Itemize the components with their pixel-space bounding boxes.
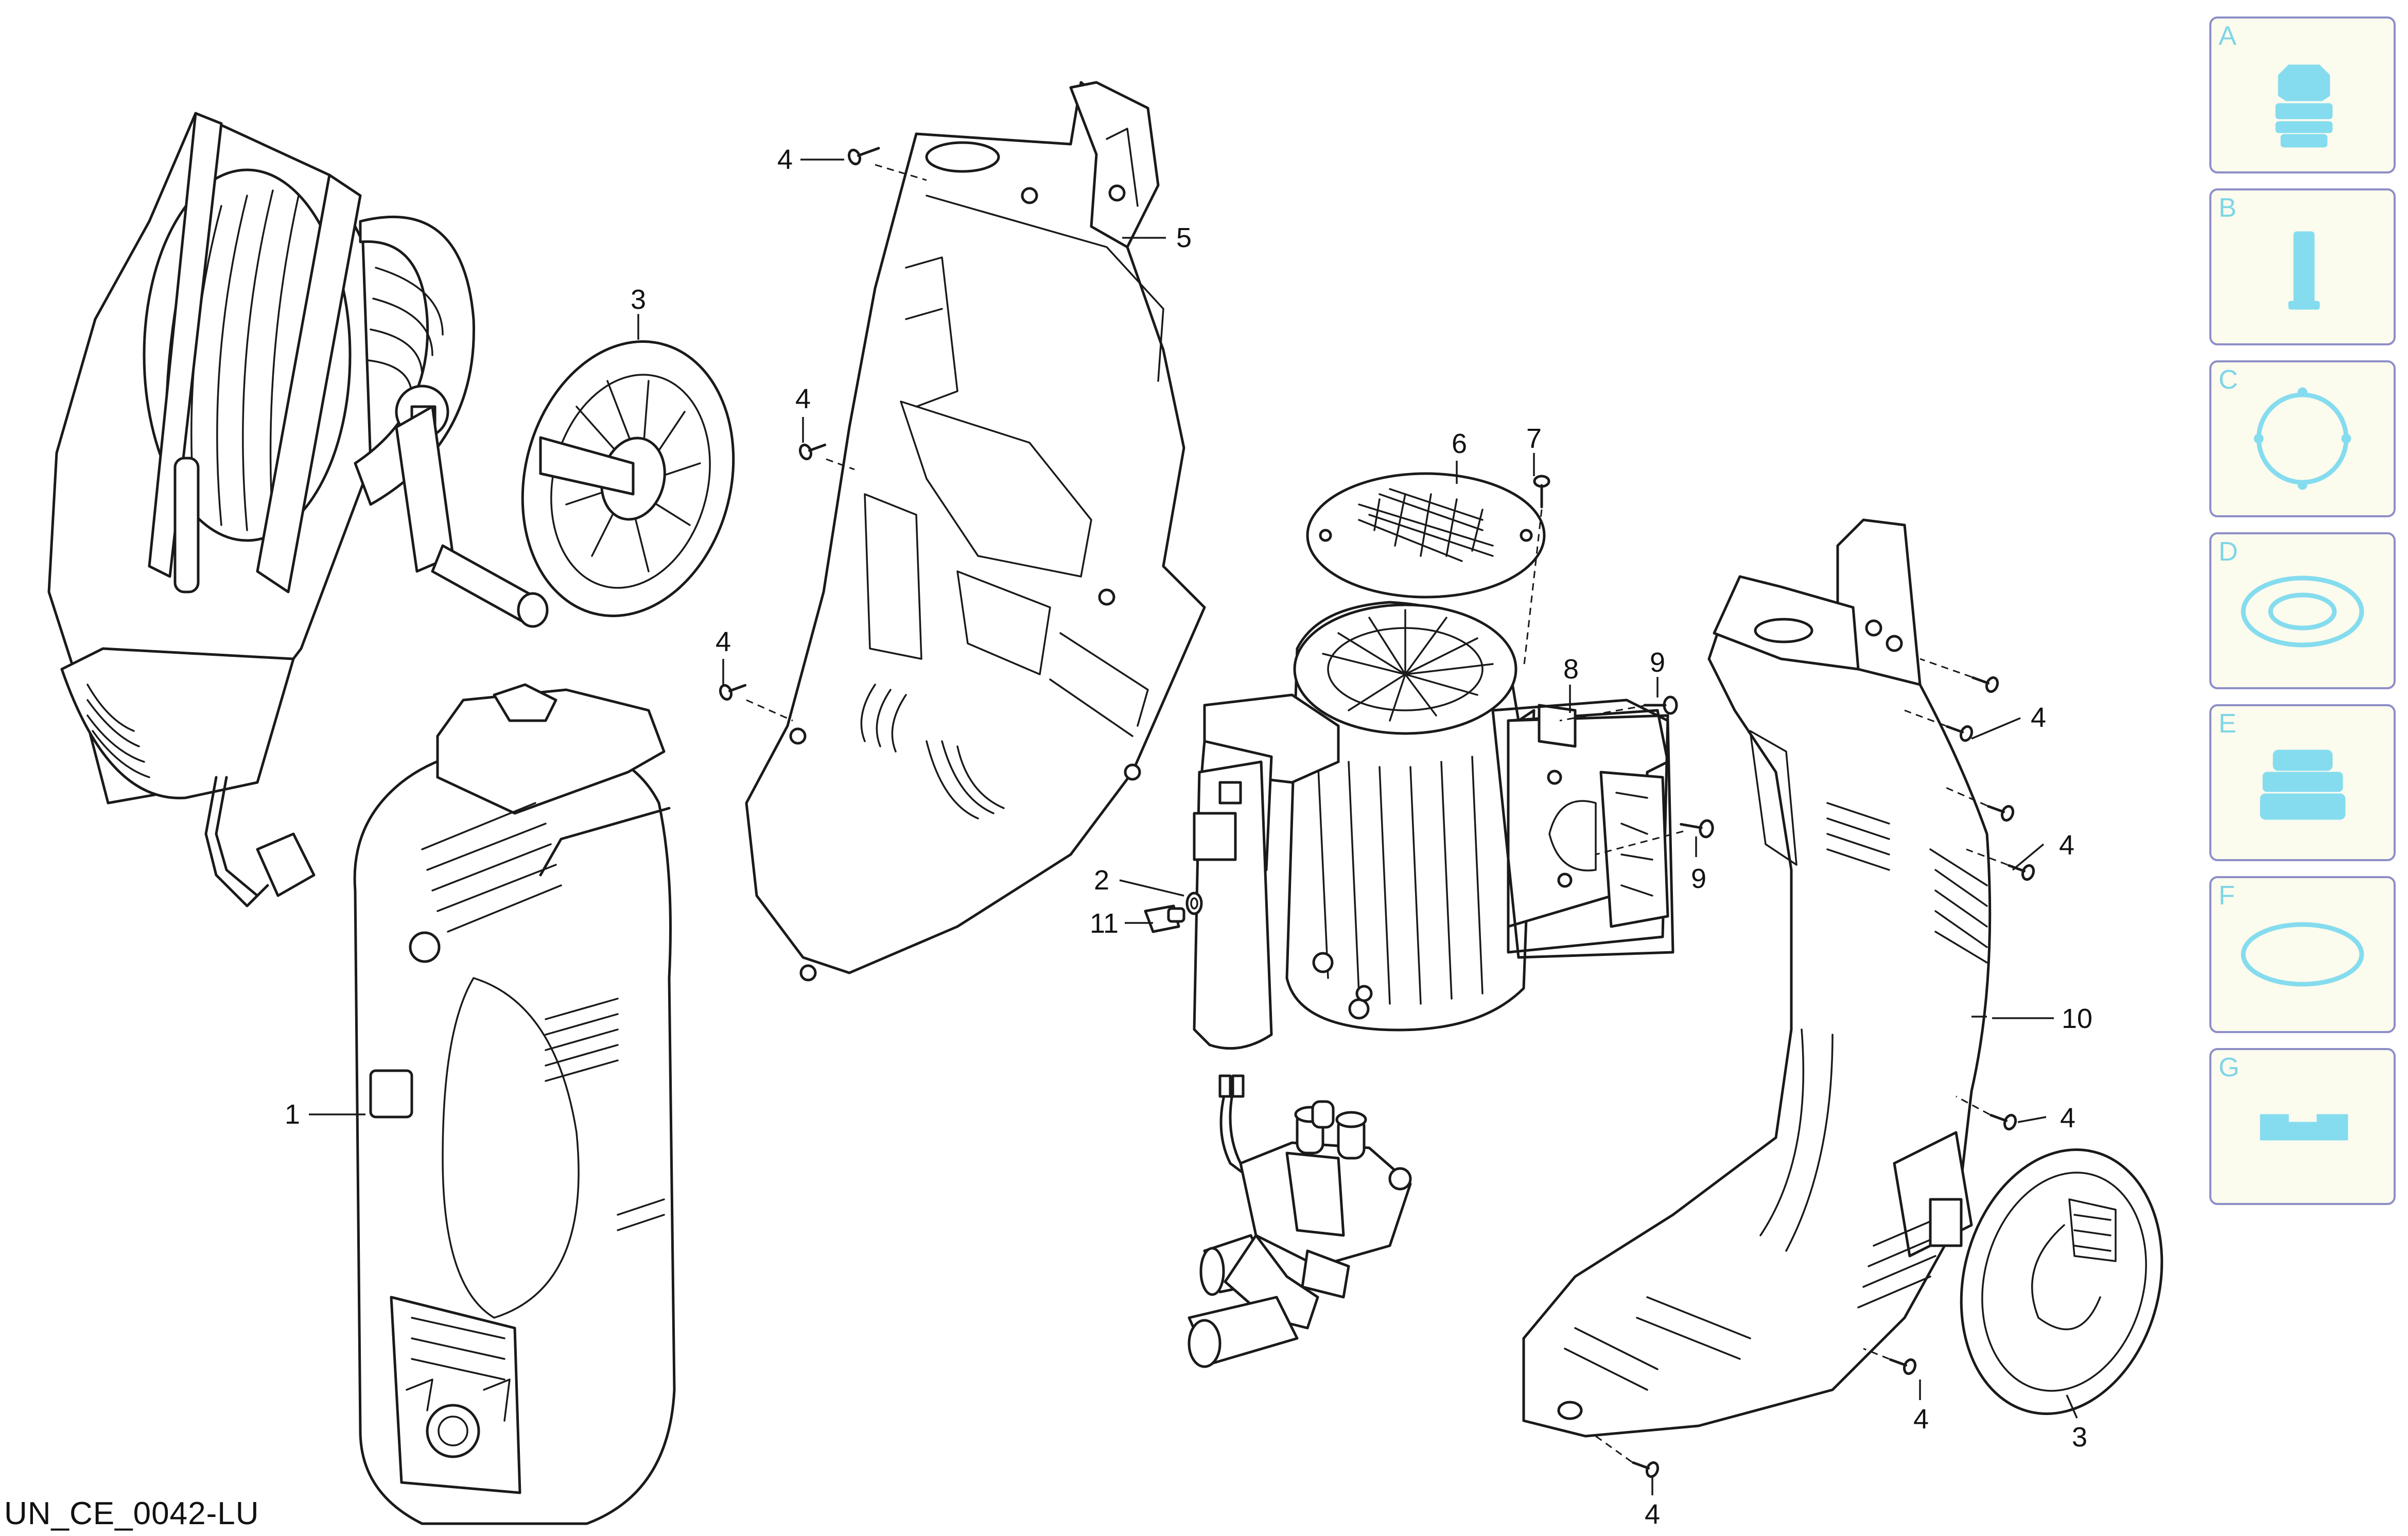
palette-letter: B <box>2219 193 2237 223</box>
fan-cover <box>1306 472 1546 599</box>
motor-assembly <box>1193 601 1669 1050</box>
ring-gasket-icon <box>2254 387 2351 490</box>
drain-plug-and-washer <box>1144 892 1203 933</box>
palette-item-b[interactable]: B <box>2209 188 2396 345</box>
callout-2: 2 <box>1094 865 1109 896</box>
leader-lines <box>309 159 2078 1495</box>
pin-icon <box>2288 231 2320 310</box>
callout-4: 4 <box>777 144 793 175</box>
block-icon <box>2260 1114 2348 1141</box>
wheel-left <box>521 340 735 617</box>
callout-4: 4 <box>1913 1404 1929 1435</box>
palette-item-f[interactable]: F <box>2209 876 2396 1033</box>
callout-9: 9 <box>1650 647 1665 678</box>
palette-letter: G <box>2219 1053 2240 1083</box>
diagram-id: UN_CE_0042-LU <box>4 1496 259 1531</box>
palette-letter: E <box>2219 709 2237 739</box>
alignment-lines <box>746 164 2008 1463</box>
palette-item-e[interactable]: E <box>2209 704 2396 861</box>
callout-11: 11 <box>1090 908 1119 939</box>
callout-3-right: 3 <box>2072 1422 2087 1453</box>
flat-washer-icon <box>2241 575 2364 648</box>
palette-item-c[interactable]: C <box>2209 360 2396 517</box>
wheel-right <box>1960 1148 2163 1415</box>
palette-item-g[interactable]: G <box>2209 1048 2396 1205</box>
rear-housing <box>745 81 1206 982</box>
pump-head <box>1188 1074 1412 1368</box>
main-frame <box>1522 518 1992 1438</box>
callout-4: 4 <box>795 383 811 414</box>
callout-4: 4 <box>2031 702 2046 733</box>
callout-9: 9 <box>1691 863 1706 894</box>
palette-item-d[interactable]: D <box>2209 532 2396 689</box>
palette-item-a[interactable]: A <box>2209 16 2396 173</box>
callout-7: 7 <box>1526 423 1542 454</box>
callout-4: 4 <box>2059 830 2074 861</box>
cylinder-seal-icon <box>2260 749 2346 820</box>
palette-letter: A <box>2219 21 2237 51</box>
callout-3-left: 3 <box>631 284 646 315</box>
callout-4: 4 <box>1645 1499 1660 1530</box>
callout-4: 4 <box>2060 1103 2075 1133</box>
motor-bracket <box>1491 699 1674 959</box>
callout-4: 4 <box>716 626 731 657</box>
callout-5: 5 <box>1176 222 1192 253</box>
callout-numbers: 1 3 4 4 4 5 6 7 8 9 9 2 11 4 4 10 4 4 3 … <box>285 144 2092 1530</box>
callout-10: 10 <box>2062 1003 2092 1034</box>
callout-1: 1 <box>285 1099 300 1130</box>
palette-letter: C <box>2219 365 2238 395</box>
nozzle-adapter-icon <box>2275 64 2333 148</box>
screws <box>719 147 2035 1478</box>
hose-reel-assembly <box>47 112 549 907</box>
callout-6: 6 <box>1452 428 1467 459</box>
palette-letter: D <box>2219 537 2238 567</box>
o-ring-icon <box>2241 922 2364 987</box>
palette-letter: F <box>2219 881 2235 911</box>
callout-8: 8 <box>1563 654 1579 685</box>
front-cover <box>353 683 676 1525</box>
